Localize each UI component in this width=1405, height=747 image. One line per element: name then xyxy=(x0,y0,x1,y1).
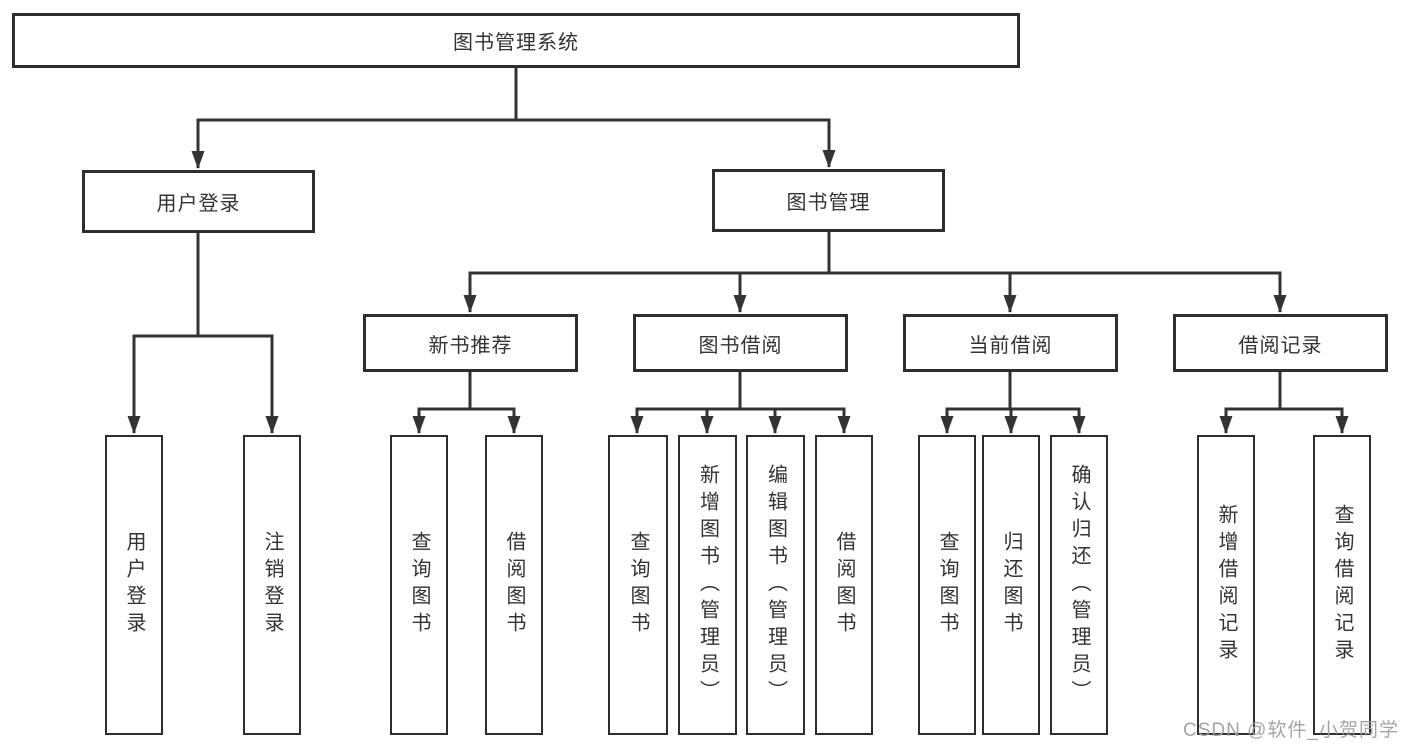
watermark: CSDN @软件_小贺同学 xyxy=(1183,720,1399,741)
leaf-confirm-return-admin: 确认归还（管理员） xyxy=(1050,435,1108,735)
leaf-query-books-1: 查询图书 xyxy=(390,435,448,735)
leaf-label: 查询借阅记录 xyxy=(1331,504,1353,666)
leaf-label: 新增借阅记录 xyxy=(1215,504,1237,666)
leaf-query-books-3: 查询图书 xyxy=(918,435,976,735)
leaf-return-books: 归还图书 xyxy=(982,435,1040,735)
leaf-label: 查询图书 xyxy=(936,531,958,639)
leaf-label: 注销登录 xyxy=(261,531,283,639)
node-new-book-recommend: 新书推荐 xyxy=(363,314,578,372)
leaf-label: 借阅图书 xyxy=(833,531,855,639)
node-library-system: 图书管理系统 xyxy=(12,13,1020,68)
leaf-label: 查询图书 xyxy=(627,531,649,639)
leaf-borrow-books-2: 借阅图书 xyxy=(815,435,873,735)
node-borrow-records: 借阅记录 xyxy=(1173,314,1388,372)
leaf-edit-books-admin: 编辑图书（管理员） xyxy=(746,435,805,735)
leaf-label: 编辑图书（管理员） xyxy=(764,463,787,707)
node-book-borrowing: 图书借阅 xyxy=(633,314,848,372)
leaf-label: 查询图书 xyxy=(408,531,430,639)
leaf-label: 借阅图书 xyxy=(503,531,525,639)
leaf-label: 归还图书 xyxy=(1000,531,1022,639)
leaf-label: 新增图书（管理员） xyxy=(696,463,719,707)
node-current-borrowing: 当前借阅 xyxy=(903,314,1118,372)
leaf-borrow-books-1: 借阅图书 xyxy=(485,435,543,735)
leaf-query-books-2: 查询图书 xyxy=(608,435,668,735)
leaf-add-books-admin: 新增图书（管理员） xyxy=(678,435,737,735)
leaf-label: 确认归还（管理员） xyxy=(1068,463,1090,707)
leaf-label: 用户登录 xyxy=(123,531,145,639)
node-user-login: 用户登录 xyxy=(82,170,315,233)
leaf-user-login: 用户登录 xyxy=(105,435,163,735)
leaf-add-borrow-record: 新增借阅记录 xyxy=(1197,435,1255,735)
leaf-query-borrow-record: 查询借阅记录 xyxy=(1313,435,1371,735)
leaf-logout: 注销登录 xyxy=(243,435,301,735)
node-book-management: 图书管理 xyxy=(712,169,945,232)
